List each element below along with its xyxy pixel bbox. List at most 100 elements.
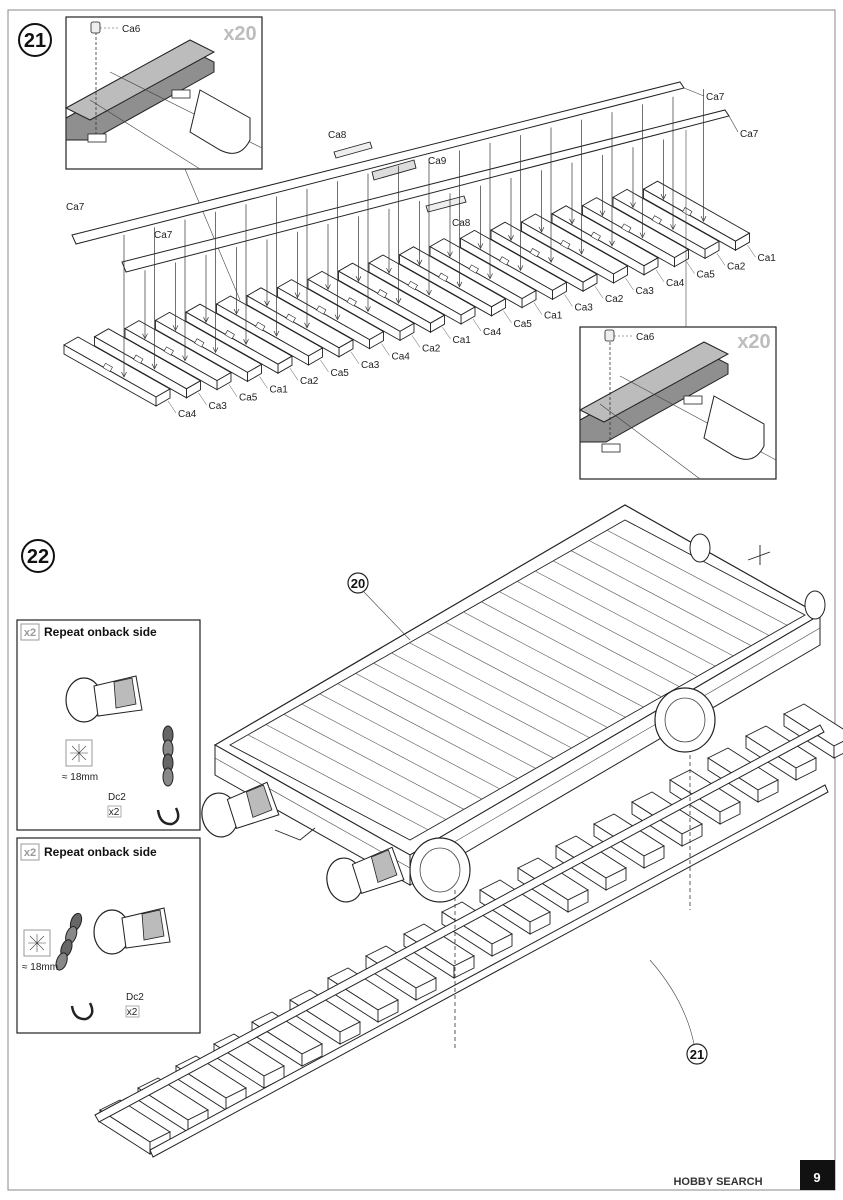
- detail-box-coupling-2: x2 Repeat onback side ≈ 18mm Dc2 x2: [16, 837, 201, 1034]
- detail-right-multiplier: x20: [737, 331, 770, 353]
- page-number-tab: [800, 1160, 835, 1190]
- arrow-head: [487, 273, 493, 280]
- footer: HOBBY SEARCH 9: [673, 1160, 835, 1190]
- plate-label-3: Ca8: [452, 218, 471, 229]
- rail-label-2: Ca7: [154, 230, 173, 241]
- label-leader: [289, 368, 299, 381]
- box2-title: Repeat onback side: [44, 845, 157, 859]
- deck-planks: [247, 529, 788, 831]
- arrow-head: [212, 347, 219, 354]
- box1-part-qty: x2: [109, 807, 120, 818]
- arrow-head: [182, 355, 188, 362]
- label-leader: [564, 294, 573, 307]
- arrow-head: [142, 333, 148, 340]
- detail-top-part: Ca6: [122, 24, 141, 35]
- sleeper-label: Ca1: [758, 253, 777, 264]
- sleeper-label: Ca1: [453, 335, 472, 346]
- deck-plank-line: [337, 683, 518, 779]
- flat-wagon-20: 20 21: [197, 504, 826, 1065]
- sleeper-label: Ca4: [483, 327, 502, 338]
- label-leader: [716, 253, 726, 266]
- arrow-head: [294, 292, 301, 299]
- sleeper-label: Ca4: [666, 278, 685, 289]
- track-rail-right: [149, 784, 829, 1158]
- sleeper-label: Ca4: [392, 352, 411, 363]
- deck-plank-line: [283, 714, 465, 810]
- deck-plank-line: [553, 560, 734, 657]
- box1-multiplier: x2: [24, 627, 36, 639]
- box1-part: Dc2: [108, 792, 126, 803]
- label-leader: [533, 302, 543, 315]
- rails-ca7: Ca7 Ca7 Ca7 Ca7: [66, 81, 759, 273]
- label-leader: [472, 318, 482, 332]
- track-rail-left: [94, 724, 825, 1123]
- detail-top-multiplier: x20: [223, 23, 256, 45]
- sleeper-label: Ca5: [697, 270, 716, 281]
- sleeper-label: Ca3: [575, 302, 594, 313]
- arrow-head: [355, 276, 362, 282]
- deck-plank-line: [373, 662, 554, 759]
- rail-label-4: Ca7: [740, 129, 759, 140]
- detail-box-coupling-1: x2 Repeat onback side ≈ 18mm Dc2 x2: [16, 619, 201, 831]
- sleeper-label: Ca5: [239, 393, 258, 404]
- arrow-head: [203, 317, 209, 323]
- deck-plank-line: [445, 622, 626, 718]
- label-leader: [228, 384, 238, 397]
- assembly-arrows: [121, 89, 707, 378]
- arrow-head: [264, 300, 270, 307]
- arrow-head: [630, 202, 636, 209]
- arrow-head: [426, 289, 432, 296]
- arrow-head: [273, 330, 280, 337]
- sleeper-label: Ca1: [270, 384, 289, 395]
- arrow-head: [416, 259, 423, 266]
- sleeper-label: Ca3: [361, 360, 380, 371]
- sleeper-label: Ca3: [636, 286, 655, 297]
- deck-plank-line: [463, 611, 644, 708]
- arrow-head: [609, 240, 615, 247]
- plate-label-2: Ca9: [428, 156, 447, 167]
- plate-label-1: Ca8: [328, 130, 347, 141]
- arrow-head: [477, 243, 484, 250]
- sleeper-label: Ca1: [544, 311, 563, 322]
- box1-length: ≈ 18mm: [62, 772, 98, 783]
- step-21-number: 21: [24, 30, 46, 52]
- callout-wagon-label: 20: [351, 576, 365, 591]
- detail-box-top: x20 Ca6: [64, 16, 263, 170]
- box2-multiplier: x2: [24, 847, 36, 859]
- box2-part-qty: x2: [127, 1007, 138, 1018]
- deck-plank-line: [517, 581, 698, 677]
- joint-plates: Ca8 Ca9 Ca8: [328, 130, 471, 229]
- deck-plank-line: [427, 632, 608, 728]
- label-leader: [381, 343, 390, 356]
- deck-plank-line: [535, 570, 716, 667]
- label-leader: [503, 310, 512, 323]
- rail-label-3: Ca7: [706, 92, 725, 103]
- deck-plank-line: [570, 550, 752, 646]
- label-leader: [320, 359, 329, 373]
- arrow-head: [447, 251, 453, 258]
- label-leader: [259, 376, 268, 389]
- sleeper-label: Ca5: [331, 368, 350, 379]
- step-22: 22 20 21: [16, 504, 843, 1158]
- deck-plank-line: [391, 652, 572, 749]
- label-leader: [686, 261, 695, 274]
- arrow-head: [569, 218, 575, 225]
- callout-track: [686, 1043, 708, 1065]
- arrow-head: [578, 248, 585, 255]
- step-21: 21 x20 Ca6 Ca7 Ca7 Ca7 Ca7: [18, 16, 777, 480]
- watermark: HOBBY SEARCH: [673, 1176, 762, 1188]
- callout-wagon: [347, 572, 369, 594]
- label-leader: [411, 335, 421, 348]
- deck-plank-line: [499, 591, 680, 687]
- label-leader: [442, 327, 451, 340]
- label-leader: [198, 392, 207, 405]
- arrow-head: [151, 363, 158, 370]
- label-leader: [594, 286, 604, 299]
- box2-part: Dc2: [126, 992, 144, 1003]
- arrow-head: [395, 298, 402, 304]
- deck-plank-line: [606, 529, 788, 626]
- arrow-head: [456, 281, 463, 288]
- arrow-head: [508, 235, 514, 241]
- step-22-badge: [21, 539, 55, 573]
